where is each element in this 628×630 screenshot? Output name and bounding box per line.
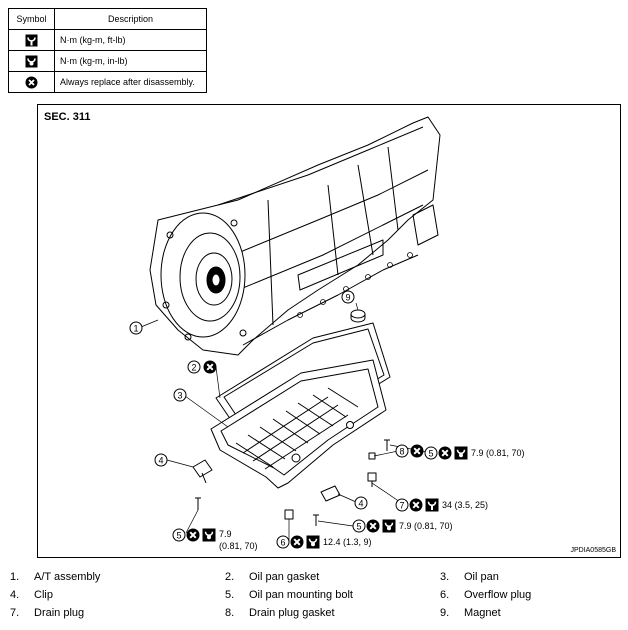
drain-plug-gasket-drawing	[368, 452, 376, 460]
legend-header-description: Description	[54, 8, 207, 30]
torque-wrench-small-icon	[306, 535, 320, 549]
legend-header-row: Symbol Description	[8, 8, 207, 30]
torque-value-mounting-bolt: 7.9	[219, 529, 232, 539]
legend-description: Always replace after disassembly.	[54, 71, 207, 93]
legend-header-symbol: Symbol	[8, 8, 55, 30]
svg-text:4: 4	[158, 456, 163, 466]
callout-6: 6	[276, 535, 290, 549]
exploded-view-diagram: SEC. 311	[37, 104, 621, 558]
legend-description: N·m (kg-m, ft-lb)	[54, 29, 207, 51]
legend-description: N·m (kg-m, in-lb)	[54, 50, 207, 72]
replace-after-disassembly-icon	[366, 519, 380, 533]
torque-wrench-small-icon	[382, 519, 396, 533]
torque-value-mounting-bolt: (0.81, 70)	[219, 541, 258, 551]
legend-row: N·m (kg-m, ft-lb)	[8, 29, 207, 51]
callout-5: 5	[424, 446, 438, 460]
svg-text:5: 5	[428, 449, 433, 459]
part-name: Drain plug gasket	[249, 607, 335, 619]
torque-wrench-icon	[425, 498, 439, 512]
callout-2: 2	[187, 360, 201, 374]
part-number: 1.	[10, 571, 20, 583]
part-name: Oil pan mounting bolt	[249, 589, 353, 601]
callout-9: 9	[341, 290, 355, 304]
torque-wrench-icon	[25, 34, 38, 46]
replace-after-disassembly-icon	[203, 360, 217, 374]
part-name: Oil pan	[464, 571, 499, 583]
part-number: 4.	[10, 589, 20, 601]
svg-text:1: 1	[133, 324, 138, 334]
list-item: 9. Magnet	[440, 607, 501, 619]
callout-8: 8	[395, 444, 409, 458]
callout-1: 1	[129, 321, 143, 335]
part-name: Clip	[34, 589, 53, 601]
part-number: 6.	[440, 589, 450, 601]
replace-after-disassembly-icon	[25, 76, 38, 88]
torque-wrench-small-icon	[202, 528, 216, 542]
torque-value-overflow-plug: 12.4 (1.3, 9)	[323, 537, 372, 547]
replace-after-disassembly-icon	[186, 528, 200, 542]
replace-after-disassembly-icon	[409, 498, 423, 512]
part-number: 8.	[225, 607, 235, 619]
legend-row: Always replace after disassembly.	[8, 71, 207, 93]
part-number: 7.	[10, 607, 20, 619]
list-item: 4. Clip	[10, 589, 53, 601]
svg-text:5: 5	[176, 531, 181, 541]
torque-wrench-small-icon	[454, 446, 468, 460]
legend-row: N·m (kg-m, in-lb)	[8, 50, 207, 72]
list-item: 1. A/T assembly	[10, 571, 100, 583]
part-number: 5.	[225, 589, 235, 601]
transmission-drawing: 1 2 3 4 4 5 5	[129, 116, 468, 549]
overflow-plug-drawing	[284, 509, 294, 520]
callout-7: 7	[395, 498, 409, 512]
callout-5: 5	[352, 519, 366, 533]
at-assembly-drawing	[149, 116, 441, 356]
drain-plug-drawing	[367, 472, 377, 487]
list-item: 5. Oil pan mounting bolt	[225, 589, 353, 601]
part-name: A/T assembly	[34, 571, 101, 583]
svg-text:9: 9	[345, 293, 350, 303]
svg-text:7: 7	[399, 501, 404, 511]
part-number: 9.	[440, 607, 450, 619]
figure-code: JPDIA0585GB	[570, 547, 616, 554]
oil-pan-drawing	[210, 359, 387, 489]
callout-5: 5	[172, 528, 186, 542]
part-name: Drain plug	[34, 607, 85, 619]
torque-value-mounting-bolt: 7.9 (0.81, 70)	[471, 448, 525, 458]
list-item: 3. Oil pan	[440, 571, 499, 583]
svg-text:2: 2	[191, 363, 196, 373]
callout-3: 3	[173, 388, 187, 402]
part-number: 2.	[225, 571, 235, 583]
callout-4: 4	[354, 496, 368, 510]
torque-value-drain-plug: 34 (3.5, 25)	[442, 500, 489, 510]
callout-4: 4	[154, 453, 168, 467]
clip-drawing	[320, 485, 341, 502]
symbol-legend-table: Symbol Description N·m (kg-m, ft-lb) N·m…	[8, 8, 207, 93]
clip-drawing	[192, 459, 213, 484]
replace-after-disassembly-icon	[438, 446, 452, 460]
list-item: 8. Drain plug gasket	[225, 607, 335, 619]
magnet-drawing	[350, 309, 366, 323]
svg-text:3: 3	[177, 391, 182, 401]
list-item: 2. Oil pan gasket	[225, 571, 319, 583]
part-name: Overflow plug	[464, 589, 532, 601]
list-item: 6. Overflow plug	[440, 589, 531, 601]
oil-pan-mounting-bolt-drawing	[195, 439, 390, 526]
part-name: Oil pan gasket	[249, 571, 320, 583]
replace-after-disassembly-icon	[410, 444, 424, 458]
svg-text:4: 4	[358, 499, 363, 509]
part-name: Magnet	[464, 607, 501, 619]
section-label: SEC. 311	[44, 111, 91, 123]
svg-text:6: 6	[280, 538, 285, 548]
replace-after-disassembly-icon	[290, 535, 304, 549]
torque-wrench-small-icon	[25, 55, 38, 67]
torque-value-mounting-bolt: 7.9 (0.81, 70)	[399, 521, 453, 531]
part-number: 3.	[440, 571, 450, 583]
svg-text:5: 5	[356, 522, 361, 532]
svg-text:8: 8	[399, 447, 404, 457]
list-item: 7. Drain plug	[10, 607, 84, 619]
